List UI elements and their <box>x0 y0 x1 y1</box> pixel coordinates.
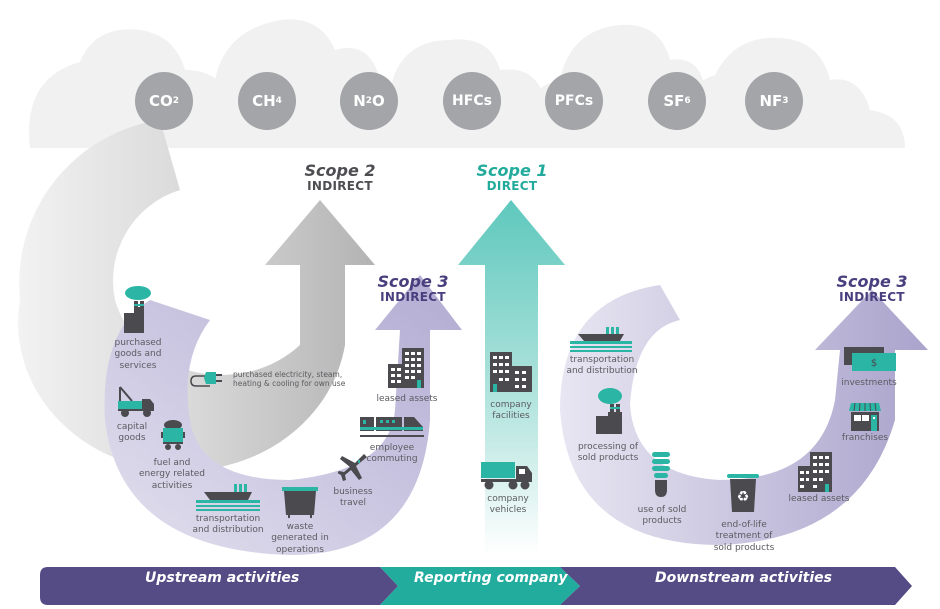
label-waste: waste generated in operations <box>271 522 329 555</box>
reporting-bar-shape <box>380 567 580 605</box>
gas-co2-label: CO <box>148 92 173 110</box>
gas-sf6-label: SF <box>663 92 685 110</box>
gas-ch4-subscript: 4 <box>275 96 282 106</box>
airplane-icon <box>338 454 367 481</box>
gas-n2o-label: N <box>353 92 366 110</box>
gas-co2-subscript: 2 <box>172 96 180 106</box>
gas-pfcs-label: PFCs <box>554 93 594 109</box>
electric-plug-icon <box>190 372 222 387</box>
label-fuel-energy: fuel and energy related activities <box>138 458 206 491</box>
label-leased-assets-downstream: leased assets <box>788 494 850 504</box>
company-building-icon <box>490 352 532 392</box>
storefront-icon <box>849 403 881 431</box>
gas-hfcs-label: HFCs <box>452 93 492 109</box>
scope2-subtitle: INDIRECT <box>307 178 373 193</box>
label-transportation-downstream: transportation and distribution <box>566 355 638 377</box>
scope2-heading: Scope 2 INDIRECT <box>300 162 380 193</box>
dumpster-icon <box>282 487 318 518</box>
gas-nf3-subscript: 3 <box>782 96 789 106</box>
label-use-sold-products: use of sold products <box>637 505 687 527</box>
scope3-downstream-subtitle: INDIRECT <box>839 289 905 304</box>
gas-ch4-label: CH <box>252 92 276 110</box>
money-icon: $ <box>844 347 896 371</box>
gas-n2o-subscript: 2 <box>365 96 373 106</box>
upstream-bar-shape <box>40 567 398 605</box>
train-icon <box>360 417 424 437</box>
scope1-title: Scope 1 <box>476 161 548 180</box>
scope2-title: Scope 2 <box>304 161 376 180</box>
label-company-vehicles: company vehicles <box>487 494 529 516</box>
label-transportation-upstream: transportation and distribution <box>192 514 264 536</box>
reporting-company-label: Reporting company <box>414 570 568 586</box>
scope3-downstream-arrow <box>560 285 928 545</box>
scope1-subtitle: DIRECT <box>486 178 538 193</box>
ship-icon <box>570 327 632 352</box>
gas-sf6-subscript: 6 <box>684 96 691 106</box>
factory-icon <box>596 388 622 434</box>
scope3-downstream-title: Scope 3 <box>836 272 908 291</box>
scope3-upstream-heading: Scope 3 INDIRECT <box>373 273 453 304</box>
scope3-upstream-subtitle: INDIRECT <box>380 289 446 304</box>
svg-text:♻: ♻ <box>737 489 750 505</box>
ship-icon <box>196 484 260 511</box>
scope3-upstream-arrow <box>104 275 462 555</box>
label-purchased-goods: purchased goods and services <box>114 338 162 371</box>
upstream-activities-label: Upstream activities <box>145 570 300 586</box>
building-icon <box>798 452 832 492</box>
label-investments: investments <box>841 378 897 388</box>
scope1-heading: Scope 1 DIRECT <box>472 162 552 193</box>
building-icon <box>388 348 424 388</box>
delivery-truck-icon <box>481 462 532 490</box>
label-business-travel: business travel <box>333 487 373 509</box>
downstream-activities-label: Downstream activities <box>655 570 832 586</box>
scope3-upstream-title: Scope 3 <box>377 272 449 291</box>
label-capital-goods: capital goods <box>116 422 148 444</box>
crane-truck-icon <box>118 386 154 417</box>
recycle-bin-icon: ♻ <box>727 474 759 512</box>
label-franchises: franchises <box>841 433 889 443</box>
gas-n2o-tail: O <box>372 92 385 110</box>
gas-hfcs: HFCs <box>443 72 501 130</box>
label-end-of-life: end-of-life treatment of sold products <box>713 520 775 553</box>
light-bulb-icon <box>652 452 670 497</box>
scope3-downstream-heading: Scope 3 INDIRECT <box>832 273 912 304</box>
factory-icon <box>124 286 151 333</box>
label-leased-assets-upstream: leased assets <box>376 394 438 404</box>
gas-pfcs: PFCs <box>545 72 603 130</box>
label-purchased-electricity: purchased electricity, steam, heating & … <box>233 370 346 389</box>
label-employee-commuting: employee commuting <box>366 443 418 465</box>
coal-cart-icon <box>161 420 185 450</box>
gas-nf3-label: NF <box>759 92 783 110</box>
downstream-bar-shape <box>560 567 912 605</box>
currency-symbol: $ <box>871 358 877 369</box>
label-processing-sold-products: processing of sold products <box>577 442 639 464</box>
label-company-facilities: company facilities <box>490 400 532 422</box>
